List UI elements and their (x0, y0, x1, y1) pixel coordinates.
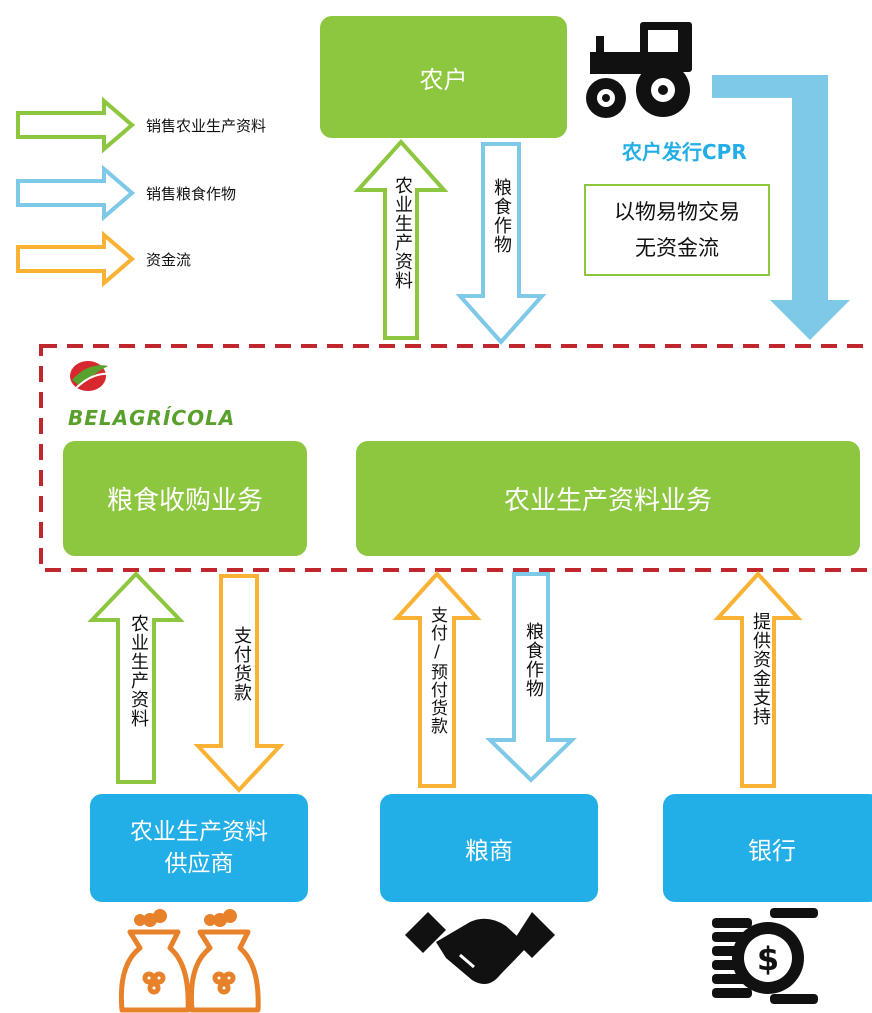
money-coins-icon: $ (712, 908, 818, 1004)
arrow-down-blue-trader (485, 572, 577, 783)
farmer-box: 农户 (320, 16, 567, 138)
tractor-icon (586, 22, 692, 118)
supplier-box-line-2: 供应商 (164, 851, 234, 877)
svg-text:$: $ (757, 940, 779, 978)
grain-business-box: 粮食收购业务 (63, 441, 307, 556)
top-arrow-label-inputs: 农业生产资料 (392, 176, 413, 290)
supplier-arrow-label-inputs: 农业生产资料 (128, 614, 149, 728)
seed-bags-icon (118, 909, 261, 1013)
legend-label-blue: 销售粮食作物 (146, 185, 237, 203)
arrow-down-blue-top (455, 142, 547, 346)
legend-label-green: 销售农业生产资料 (146, 117, 267, 135)
trader-arrow-label-payment: 支付/预付货款 (427, 606, 447, 735)
supplier-box: 农业生产资料 供应商 (90, 794, 308, 902)
input-business-box: 农业生产资料业务 (356, 441, 860, 556)
cpr-flow-arrow (712, 75, 850, 340)
cpr-label: 农户发行CPR (622, 140, 747, 164)
barter-line-2: 无资金流 (635, 236, 719, 260)
legend-arrow-orange (16, 230, 136, 288)
handshake-icon (405, 912, 555, 984)
belagricola-logo-mark (70, 361, 111, 391)
supplier-arrow-label-payment: 支付货款 (231, 626, 252, 702)
legend-arrow-blue (16, 164, 136, 222)
bank-box: 银行 (663, 794, 872, 902)
arrow-up-orange-trader (392, 571, 482, 788)
supplier-box-line-1: 农业生产资料 (130, 819, 268, 845)
top-arrow-label-grain: 粮食作物 (491, 178, 512, 254)
legend-label-orange: 资金流 (146, 251, 192, 269)
arrow-up-orange-bank (713, 571, 803, 788)
trader-box: 粮商 (380, 794, 598, 902)
arrow-up-green-top (353, 139, 449, 340)
barter-box: 以物易物交易 无资金流 (584, 184, 770, 276)
barter-line-1: 以物易物交易 (614, 200, 740, 224)
company-dashed-frame (39, 344, 872, 572)
arrow-up-green-supplier (87, 571, 185, 784)
bank-arrow-label-funding: 提供资金支持 (750, 612, 771, 726)
arrow-down-orange-supplier (193, 574, 285, 793)
legend-arrow-green (16, 96, 136, 154)
trader-arrow-label-grain: 粮食作物 (523, 622, 544, 698)
belagricola-logo-text: BELAGRÍCOLA (68, 406, 236, 430)
